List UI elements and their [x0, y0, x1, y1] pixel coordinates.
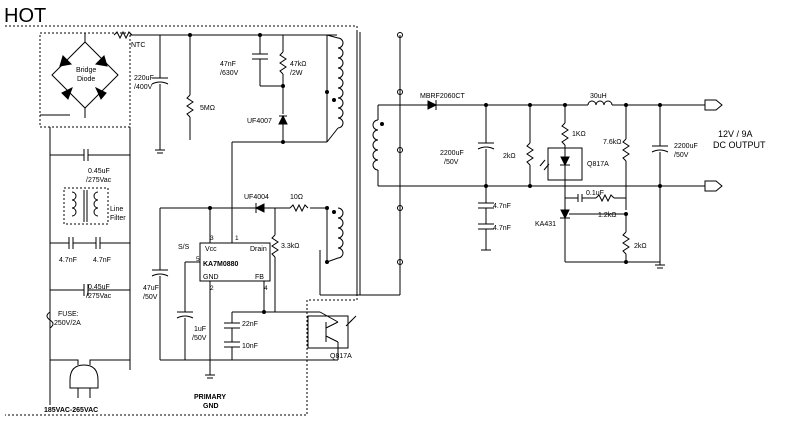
snubber-diode	[278, 114, 288, 125]
snubber-res-label-1: 47kΩ	[290, 61, 307, 68]
comp-resistor	[595, 193, 615, 203]
output-inductor-label: 30uH	[590, 93, 607, 100]
vcc-resistor-label: 10Ω	[290, 194, 303, 201]
y-cap-1-label: 4.7nF	[493, 203, 511, 210]
pin-2-label: 2	[210, 285, 214, 292]
transformer-aux-winding	[337, 207, 344, 259]
vcc-resistor	[289, 203, 309, 213]
resistor-2k-b-label: 2kΩ	[634, 243, 647, 250]
pin-1-label: 1	[235, 235, 239, 242]
output-positive-terminal	[704, 99, 723, 111]
output-diode-label: MBRF2060CT	[420, 93, 465, 100]
hot-side-boundary	[5, 25, 358, 416]
vcc-diode-label: UF4004	[244, 194, 269, 201]
y-cap-pri-1-label: 4.7nF	[59, 257, 77, 264]
tl431-label: KA431	[535, 221, 556, 228]
vcc-cap-label-2: /50V	[143, 294, 158, 301]
x-cap-1-label-2: /275Vac	[86, 177, 112, 184]
output-cap-2-label-2: /50V	[674, 152, 689, 159]
resistor-2k-a	[526, 142, 534, 166]
output-cap-1-label-1: 2200uF	[440, 150, 464, 157]
line-filter-box	[63, 187, 109, 225]
comp-resistor-label: 1.2kΩ	[598, 212, 616, 219]
snubber-diode-label: UF4007	[247, 118, 272, 125]
optocoupler-primary	[307, 315, 349, 349]
pin-4-label: 4	[264, 285, 268, 292]
x-cap-2-label-1: 0.45uF	[88, 284, 110, 291]
ic-name-label: KA7M0880	[203, 261, 239, 268]
start-resistor	[186, 94, 194, 118]
bridge-label-1: Bridge	[76, 67, 96, 74]
primary-gnd-label-2: GND	[203, 403, 219, 410]
ss-cap-label-2: /50V	[192, 335, 207, 342]
pin-3-label: 3	[210, 235, 214, 242]
output-negative-terminal	[704, 180, 723, 192]
ntc-resistor	[113, 30, 133, 40]
snubber-cap-label-1: 47nF	[220, 61, 236, 68]
resistor-2k-b	[622, 231, 630, 255]
hot-title: HOT	[4, 5, 46, 27]
line-filter-label-2: Filter	[110, 215, 126, 222]
pin-5-label: 5	[196, 256, 200, 263]
input-voltage-label: 185VAC-265VAC	[44, 407, 98, 414]
resistor-7k6	[622, 138, 630, 162]
fb-cap-2-label: 10nF	[242, 343, 258, 350]
bulk-cap-label-2: /400V	[134, 84, 153, 91]
resistor-2k-a-label: 2kΩ	[503, 153, 516, 160]
snubber-res-label-2: /2W	[290, 70, 303, 77]
output-inductor	[587, 100, 613, 106]
resistor-7k6-label: 7.6kΩ	[603, 139, 621, 146]
fuse-label-1: FUSE:	[58, 311, 79, 318]
pin-drain-label: Drain	[250, 246, 267, 253]
primary-gnd-label-1: PRIMARY	[194, 394, 226, 401]
output-spec-label: 12V / 9A	[718, 129, 753, 139]
comp-cap-label: 0.1uF	[586, 190, 604, 197]
line-filter-coil-1	[71, 191, 77, 217]
line-filter-label-1: Line	[110, 206, 123, 213]
start-resistor-label: 5MΩ	[200, 105, 215, 112]
pin-gnd-label: GND	[203, 274, 219, 281]
fb-resistor	[271, 234, 279, 258]
bridge-rectifier	[51, 33, 119, 118]
pin-fb-label: FB	[255, 274, 264, 281]
transformer-primary	[337, 37, 344, 129]
vcc-diode	[254, 203, 265, 213]
resistor-1k	[561, 122, 569, 146]
bridge-label-2: Diode	[77, 76, 95, 83]
transformer-secondary	[372, 119, 379, 171]
y-cap-pri-2-label: 4.7nF	[93, 257, 111, 264]
output-cap-1-label-2: /50V	[444, 159, 459, 166]
x-cap-1-label-1: 0.45uF	[88, 168, 110, 175]
resistor-1k-label: 1KΩ	[572, 131, 586, 138]
x-cap-2-label-2: /275Vac	[86, 293, 112, 300]
snubber-cap-label-2: /630V	[220, 70, 239, 77]
pin-vcc-label: Vcc	[205, 246, 217, 253]
output-diode	[427, 100, 438, 110]
ntc-label: NTC	[131, 42, 145, 49]
fb-cap-1-label: 22nF	[242, 321, 258, 328]
vcc-cap-label-1: 47uF	[143, 285, 159, 292]
fb-resistor-label: 3.3kΩ	[281, 243, 299, 250]
snubber-resistor	[279, 51, 287, 75]
fuse-label-2: 250V/2A	[54, 320, 81, 327]
optocoupler-secondary-label: Q817A	[587, 161, 609, 168]
y-cap-2-label: 4.7nF	[493, 225, 511, 232]
fuse	[46, 311, 54, 329]
optocoupler-primary-label: Q817A	[330, 353, 352, 360]
tl431-shunt	[560, 209, 570, 220]
output-dc-label: DC OUTPUT	[713, 140, 766, 150]
ss-cap-label-1: 1uF	[194, 326, 206, 333]
soft-start-label: S/S	[178, 244, 190, 251]
ac-plug-icon	[69, 364, 99, 389]
bulk-cap-label-1: 220uF	[134, 75, 154, 82]
output-cap-2-label-1: 2200uF	[674, 143, 698, 150]
